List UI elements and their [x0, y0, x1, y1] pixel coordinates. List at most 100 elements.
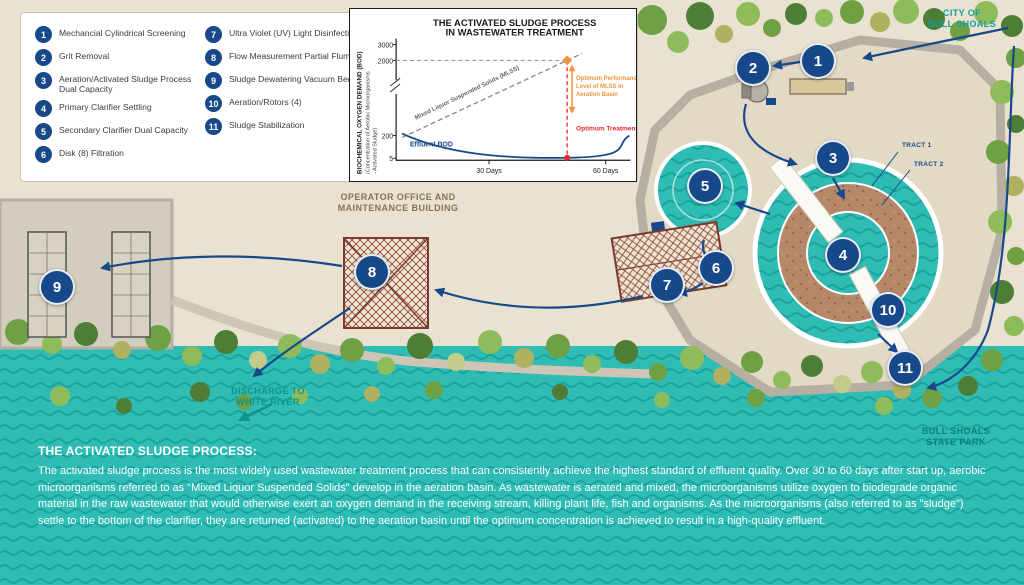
tract-leader-lines — [871, 151, 911, 206]
process-description: THE ACTIVATED SLUDGE PROCESS: The activa… — [38, 444, 990, 529]
tree-icon — [773, 371, 791, 389]
legend-item-label: Sludge Dewatering Vacuum Beds — [229, 74, 357, 84]
legend-item-label: Mechancial Cylindrical Screening — [59, 28, 186, 38]
secondary-clarifier-tank — [654, 141, 752, 239]
optimum-treatment-label: Optimum Treatment — [576, 126, 636, 133]
tree-icon — [447, 353, 465, 371]
tree-icon — [190, 382, 210, 402]
tree-icon — [514, 348, 534, 368]
tree-icon — [833, 375, 851, 393]
legend-item-3: 3 Aeration/Activated Sludge Process Dual … — [35, 72, 195, 94]
legend-number-badge: 4 — [35, 100, 52, 118]
tree-icon — [763, 19, 781, 37]
legend-number-badge: 3 — [35, 72, 52, 89]
tree-icon — [214, 330, 238, 354]
optimum-performance-line3: Aeration Basin — [576, 92, 618, 98]
footer-title: THE ACTIVATED SLUDGE PROCESS: — [38, 444, 257, 458]
legend-item-label: Aeration/Activated Sludge Process Dual C… — [59, 74, 192, 95]
operator-office-label: OPERATOR OFFICE AND MAINTENANCE BUILDING — [296, 192, 500, 215]
tree-icon — [654, 392, 670, 408]
tree-icon — [364, 386, 380, 402]
city-label-line1: CITY OF — [942, 8, 982, 18]
tree-icon — [546, 334, 570, 358]
bull-shoals-state-park-label: BULL SHOALS STATE PARK — [898, 426, 1014, 449]
tree-icon — [249, 351, 267, 369]
chart-ylabel-sub1: (Concentration of Aerobic Microorganisms — [365, 71, 371, 174]
chart-title-line2: IN WASTEWATER TREATMENT — [446, 27, 584, 38]
tree-icon — [50, 386, 70, 406]
tree-icon — [236, 394, 252, 410]
tree-icon — [801, 355, 823, 377]
tree-icon — [893, 381, 911, 399]
tree-icon — [425, 381, 443, 399]
tree-icon — [747, 389, 765, 407]
discharge-label: DISCHARGE TO WHITE RIVER — [212, 386, 324, 409]
ytick-2000: 2000 — [378, 58, 394, 65]
tree-icon — [922, 388, 942, 408]
legend-item-label: Ultra Violet (UV) Light Disinfection — [229, 28, 359, 38]
legend-item-label: Grit Removal — [59, 51, 110, 61]
tree-icon — [113, 341, 131, 359]
tree-icon — [145, 325, 171, 351]
tree-icon — [893, 0, 919, 24]
tree-icon — [377, 357, 395, 375]
tree-icon — [5, 319, 31, 345]
legend-item-7: 7 Ultra Violet (UV) Light Disinfection — [205, 26, 365, 43]
chart-panel: THE ACTIVATED SLUDGE PROCESS IN WASTEWAT… — [349, 8, 641, 182]
tree-icon — [686, 2, 714, 30]
legend-number-badge: 2 — [35, 49, 52, 66]
trees — [5, 0, 1024, 415]
ytick-5: 5 — [389, 156, 393, 163]
tree-icon — [667, 31, 689, 53]
ytick-200: 200 — [382, 133, 394, 140]
tree-icon — [974, 1, 998, 25]
park-label-line1: BULL SHOALS — [921, 426, 991, 436]
tree-icon — [713, 367, 731, 385]
effluent-bod-series-line — [401, 132, 630, 159]
discharge-label-line1: DISCHARGE TO — [231, 386, 305, 396]
effluent-bod-label: Effluent BOD — [410, 141, 453, 148]
tree-icon — [981, 349, 1003, 371]
tree-icon — [990, 80, 1014, 104]
tree-icon — [736, 2, 760, 26]
tree-icon — [815, 9, 833, 27]
tree-icon — [923, 8, 945, 30]
tree-icon — [116, 398, 132, 414]
legend-item-label: Aeration/Rotors (4) — [229, 97, 302, 107]
city-label-line2: BULL SHOALS — [927, 19, 997, 30]
tree-icon — [715, 25, 733, 43]
mlss-series-line — [401, 52, 583, 139]
legend-item-label: Primary Clarifier Settling — [59, 102, 152, 113]
tree-icon — [870, 12, 890, 32]
screening-unit — [789, 78, 854, 95]
tree-icon — [986, 140, 1010, 164]
tree-icon — [42, 334, 62, 354]
tree-icon — [958, 376, 978, 396]
tree-icon — [649, 363, 667, 381]
legend-item-label: Flow Measurement Partial Flume — [229, 51, 356, 61]
footer-body: The activated sludge process is the most… — [38, 465, 986, 527]
legend-item-9: 9 Sludge Dewatering Vacuum Beds — [205, 72, 365, 89]
tree-icon — [478, 330, 502, 354]
tree-icon — [875, 397, 893, 415]
legend-number-badge: 9 — [205, 72, 222, 89]
operator-label-line2: MAINTENANCE BUILDING — [337, 203, 459, 214]
legend-number-badge: 7 — [205, 26, 222, 43]
tree-icon — [1004, 316, 1024, 336]
optimum-performance-line1: Optimum Performance — [576, 76, 636, 82]
maintenance-building — [343, 237, 429, 329]
xtick-60days: 60 Days — [593, 168, 619, 175]
tree-icon — [637, 5, 667, 35]
discharge-label-line2: WHITE RIVER — [236, 397, 300, 408]
tree-icon — [861, 361, 883, 383]
bod-chart: THE ACTIVATED SLUDGE PROCESS IN WASTEWAT… — [357, 17, 641, 175]
tree-icon — [741, 351, 763, 373]
xtick-30days: 30 Days — [476, 168, 502, 175]
tree-icon — [990, 280, 1014, 304]
ytick-3000: 3000 — [378, 43, 394, 50]
tree-icon — [310, 354, 330, 374]
tree-icon — [340, 338, 364, 362]
